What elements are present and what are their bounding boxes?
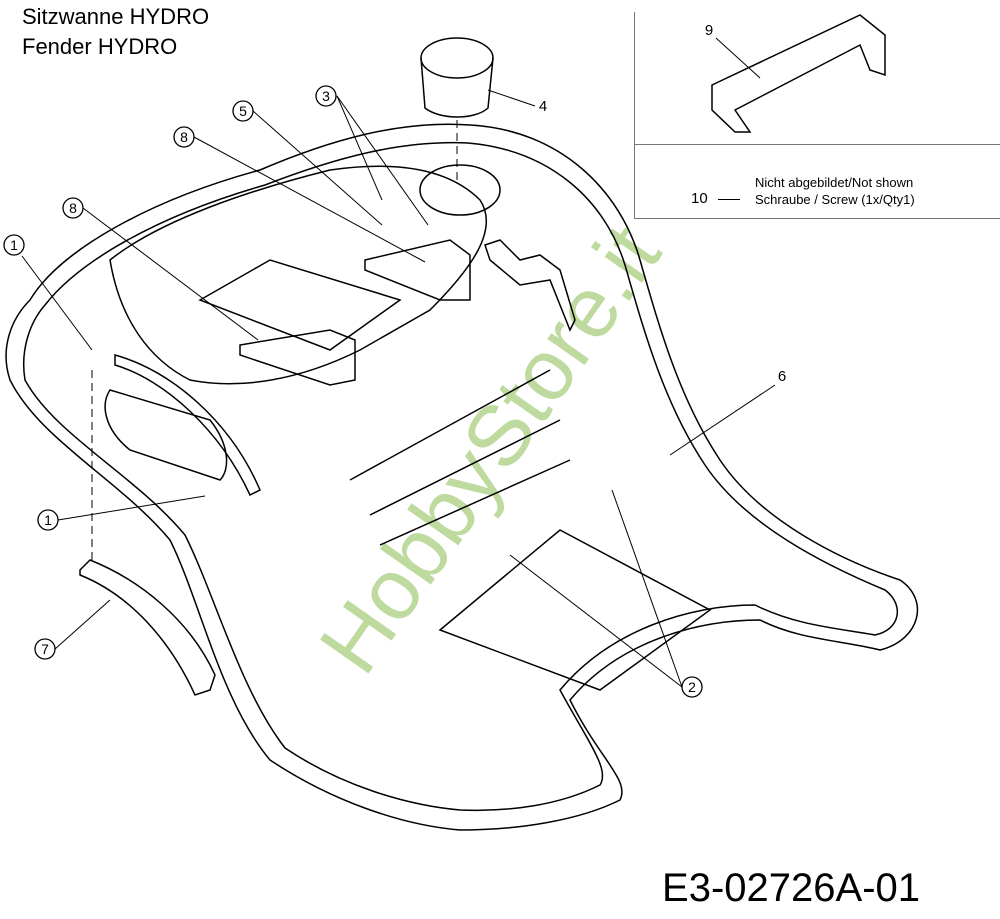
callout-5: 5 xyxy=(239,103,247,119)
floor-plate xyxy=(438,529,712,691)
cup-holder xyxy=(420,37,494,79)
slot xyxy=(349,369,551,481)
callout-4: 4 xyxy=(539,98,547,115)
handle-slot xyxy=(114,354,261,497)
inset-divider xyxy=(635,144,1000,145)
callout-2: 2 xyxy=(688,679,696,695)
bracket xyxy=(239,329,356,386)
part-9-bracket xyxy=(711,14,886,133)
range-plate xyxy=(79,559,216,696)
cup-holder-socket xyxy=(419,164,501,216)
hydro-bracket xyxy=(484,239,576,332)
left-pocket xyxy=(104,389,228,481)
bracket xyxy=(364,239,471,301)
diagram-title: Sitzwanne HYDRO xyxy=(22,4,210,29)
note-line-2: Schraube / Screw (1x/Qty1) xyxy=(755,192,915,207)
callout-8: 8 xyxy=(69,200,77,216)
callout-10: 10 xyxy=(691,190,740,207)
inset-panel: 10 Nicht abgebildet/Not shown Schraube /… xyxy=(634,12,1000,219)
callout-1: 1 xyxy=(10,237,18,253)
callout-8: 8 xyxy=(180,129,188,145)
drawing-code: E3-02726A-01 xyxy=(662,866,920,910)
callout-3: 3 xyxy=(322,88,330,104)
callout-6: 6 xyxy=(778,368,786,385)
seat-plate xyxy=(198,259,402,351)
not-shown-note: Nicht abgebildet/Not shown Schraube / Sc… xyxy=(755,174,915,208)
slot xyxy=(379,459,571,546)
slot xyxy=(369,419,561,516)
callout-9: 9 xyxy=(705,22,713,39)
callout-10-label: 10 xyxy=(691,190,708,207)
callout-1: 1 xyxy=(44,512,52,528)
callout-7: 7 xyxy=(41,641,49,657)
leader-dash xyxy=(717,198,740,200)
diagram-subtitle: Fender HYDRO xyxy=(22,34,178,59)
note-line-1: Nicht abgebildet/Not shown xyxy=(755,175,914,190)
seat-recess xyxy=(109,165,487,385)
fender-outline xyxy=(5,123,919,831)
fender-inner-rim xyxy=(22,141,899,812)
